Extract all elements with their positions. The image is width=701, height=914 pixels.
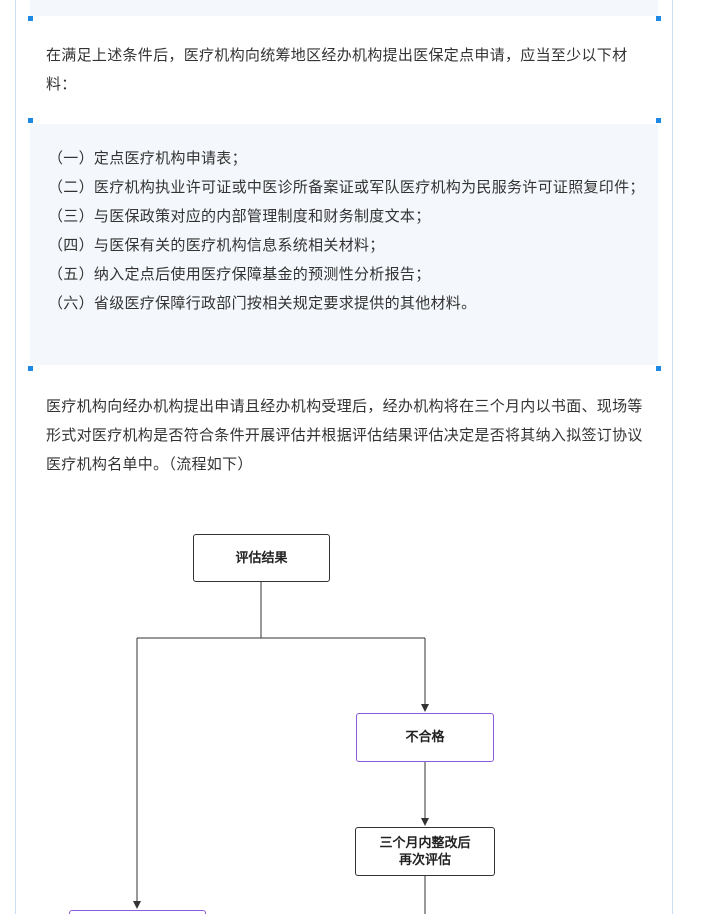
previous-quote-block <box>30 0 658 16</box>
materials-quote-block <box>30 124 658 365</box>
materials-list-item: （一）定点医疗机构申请表； <box>48 149 247 167</box>
flow-node-label: 不合格 <box>405 730 445 745</box>
materials-list-item: （二）医疗机构执业许可证或中医诊所备案证或军队医疗机构为民服务许可证照复印件； <box>48 178 645 196</box>
materials-list-item: （六）省级医疗保障行政部门按相关规定要求提供的其他材料。 <box>48 294 477 312</box>
materials-list-item: （四）与医保有关的医疗机构信息系统相关材料； <box>48 236 385 254</box>
intro-paragraph: 在满足上述条件后，医疗机构向统筹地区经办机构提出医保定点申请，应当至少以下材料： <box>46 46 628 93</box>
materials-list-item: （三）与医保政策对应的内部管理制度和财务制度文本； <box>48 207 431 225</box>
flow-node-fail: 不合格 <box>356 713 494 762</box>
selection-handle[interactable] <box>28 366 33 371</box>
materials-list-item: （五）纳入定点后使用医疗保障基金的预测性分析报告； <box>48 265 431 283</box>
content-right-border <box>672 0 673 914</box>
flow-node-label: 评估结果 <box>235 550 288 566</box>
selection-handle[interactable] <box>28 118 33 123</box>
flow-node-result: 评估结果 <box>193 534 330 582</box>
selection-handle[interactable] <box>656 366 661 371</box>
content-left-border <box>15 0 16 914</box>
flow-node-label: 再次评估 <box>398 852 451 868</box>
selection-handle[interactable] <box>656 118 661 123</box>
flow-node-pass <box>69 910 206 914</box>
flow-node-label: 三个月内整改后 <box>379 835 471 851</box>
materials-list: （一）定点医疗机构申请表； （二）医疗机构执业许可证或中医诊所备案证或军队医疗机… <box>48 144 646 318</box>
process-paragraph: 医疗机构向经办机构提出申请且经办机构受理后，经办机构将在三个月内以书面、现场等形… <box>46 397 643 473</box>
flow-node-recheck: 三个月内整改后 再次评估 <box>355 827 495 876</box>
selection-handle[interactable] <box>28 16 33 21</box>
selection-handle[interactable] <box>656 16 661 21</box>
